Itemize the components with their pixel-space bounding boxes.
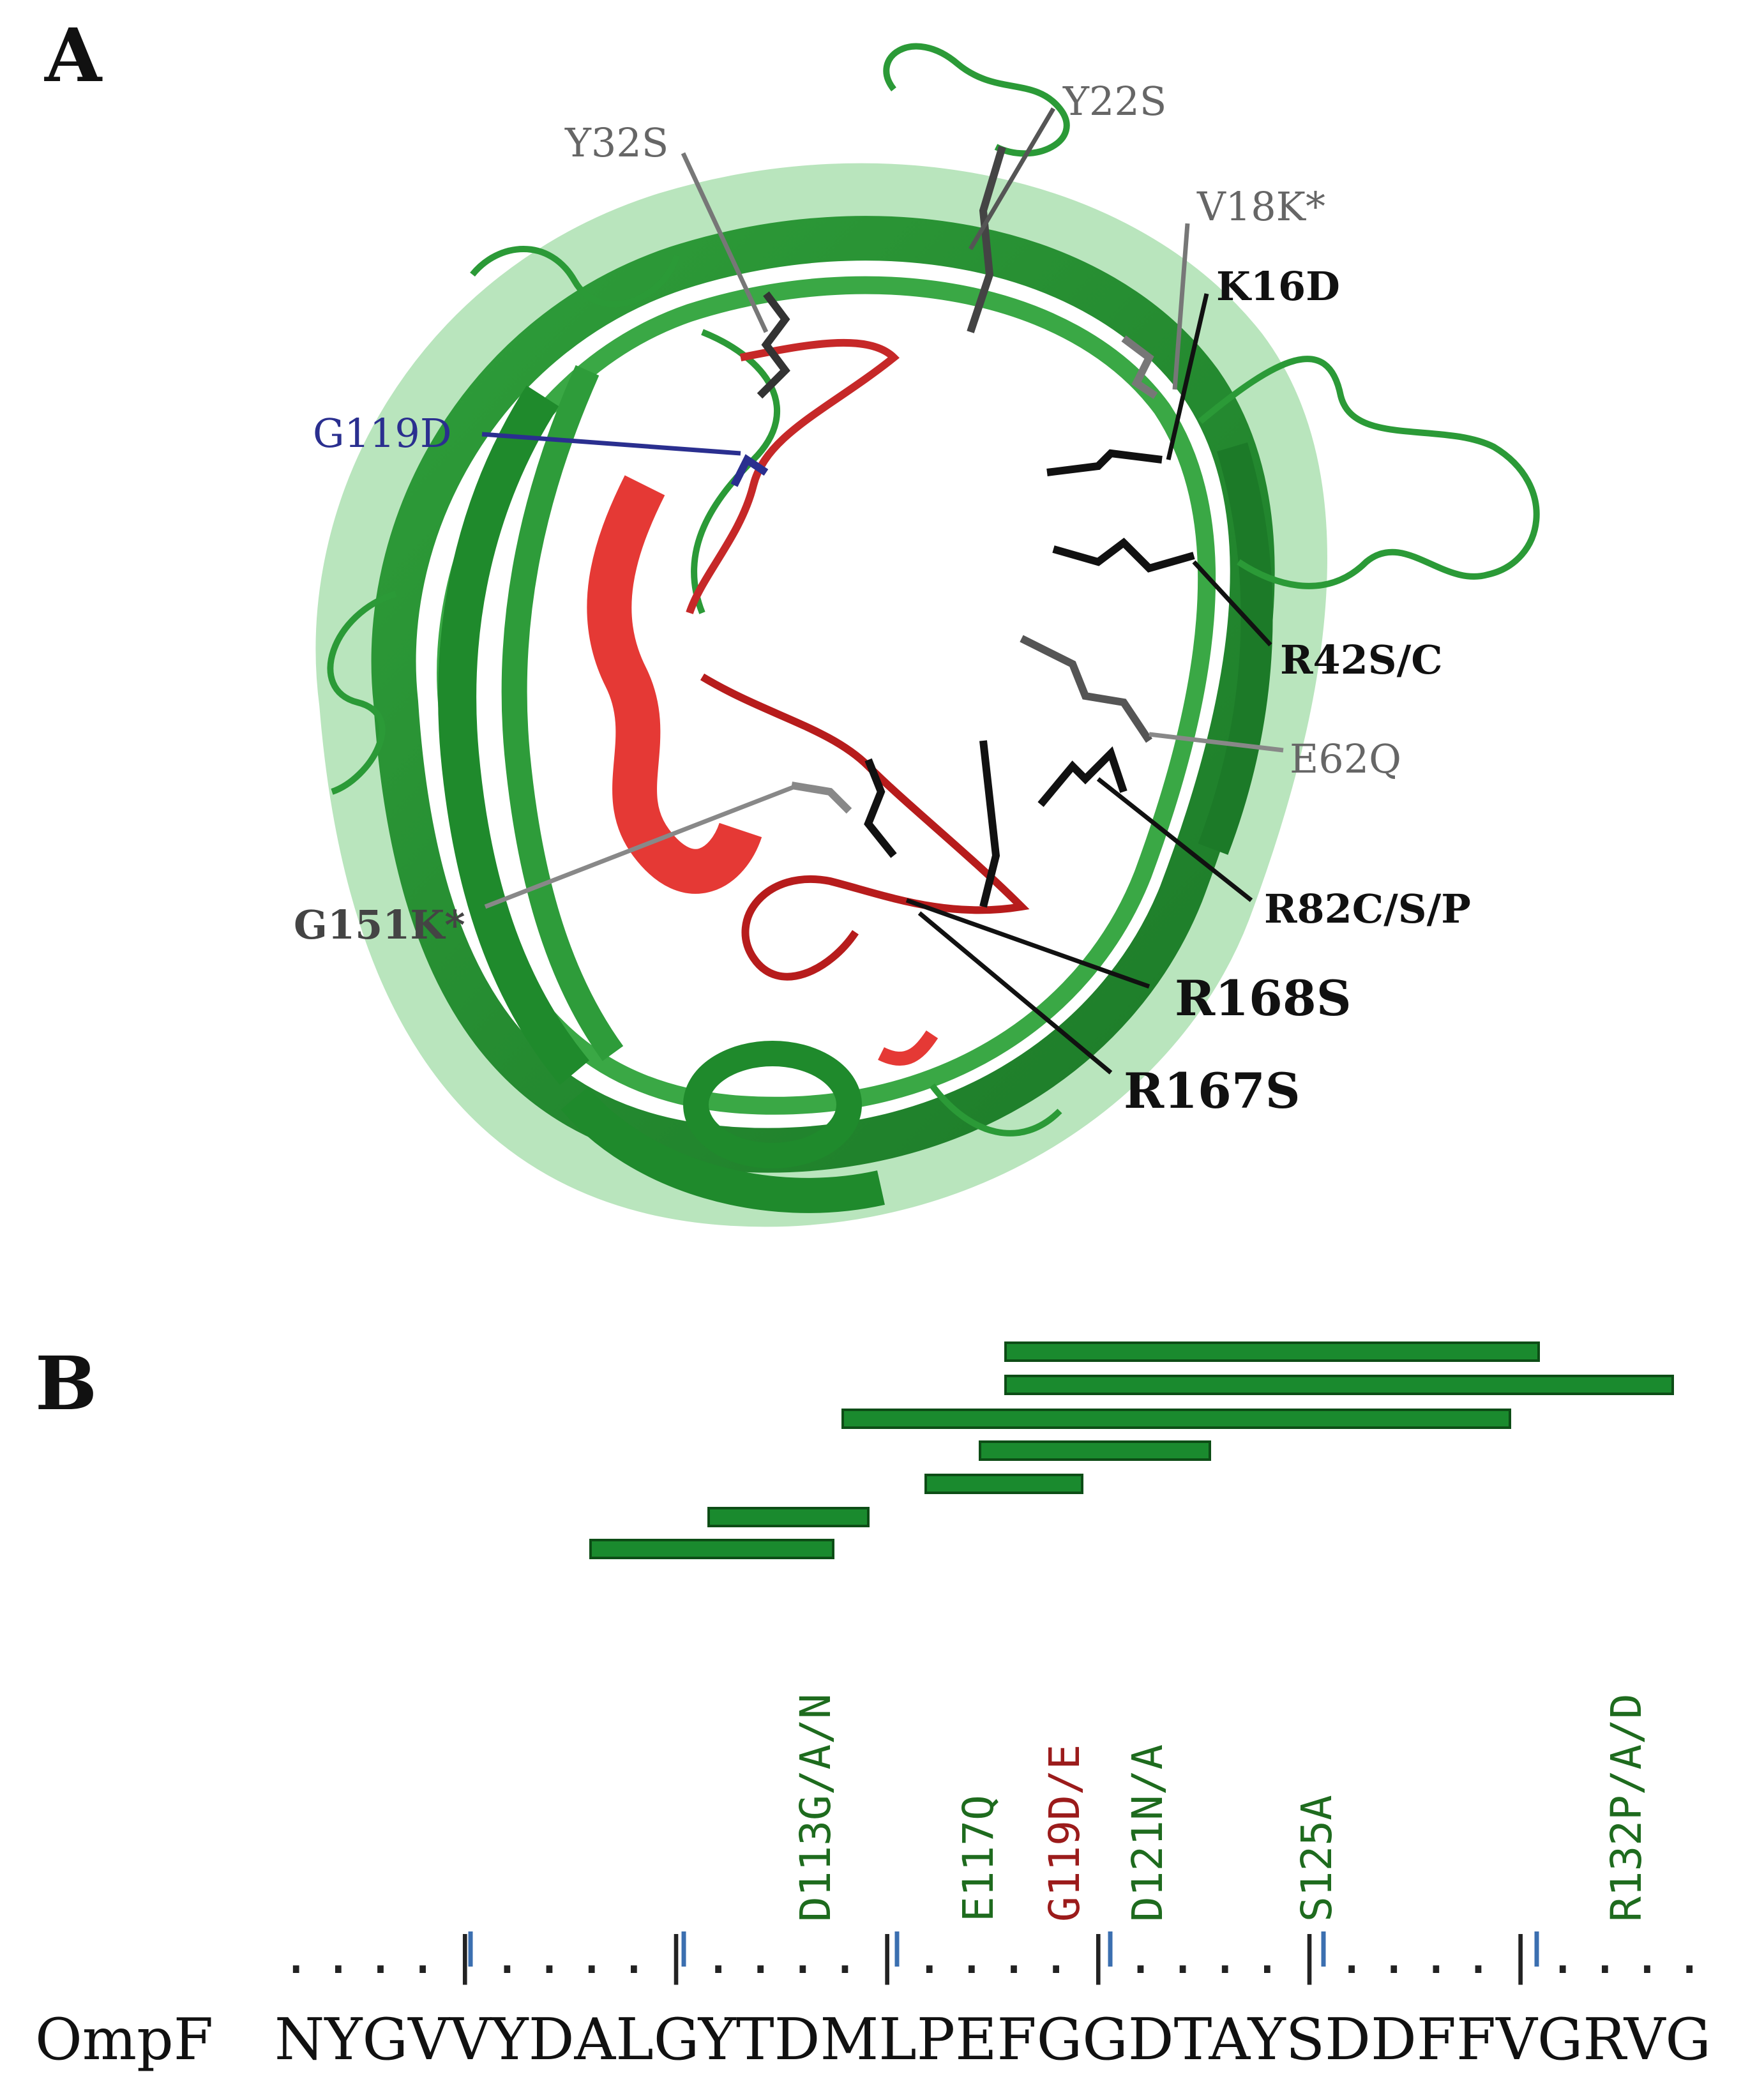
- l3-loop-lower: [700, 673, 1030, 981]
- leader-k16d: [1166, 293, 1209, 460]
- protein-sequence: NYGVVYDALGYTDMLPEFGGDTAYSDDFFVGRVG: [275, 2006, 1711, 2073]
- l3-loop-upper: [686, 338, 900, 614]
- extracellular-loop-top: [883, 43, 1070, 157]
- label-r167s: R167S: [1124, 1062, 1300, 1119]
- sidechain-r168: [979, 740, 1000, 908]
- label-g119d: G119D: [313, 410, 452, 457]
- sidechain-e62: [1020, 635, 1152, 743]
- sidechain-y22: [967, 146, 1006, 333]
- loop-left: [327, 591, 397, 795]
- peptide-bar: [979, 1440, 1211, 1461]
- mutation-g119: G119D/E: [1040, 1744, 1089, 1922]
- leader-r168s: [905, 898, 1150, 989]
- leader-v18k: [1172, 223, 1190, 390]
- sidechain-r42: [1052, 538, 1195, 573]
- label-r82c: R82C/S/P: [1264, 886, 1471, 932]
- leader-r82c: [1096, 777, 1253, 902]
- beta-strand-bottom: [561, 1087, 885, 1213]
- peptide-bars: [589, 1341, 1674, 1559]
- leader-r167s: [917, 911, 1113, 1075]
- structure-labels: Y32S Y22S V18K* K16D G119D R42S/C E62Q R…: [294, 78, 1471, 1119]
- leader-g119d: [481, 432, 741, 456]
- sidechain-v18: [1121, 335, 1158, 399]
- leader-y32s: [681, 152, 769, 333]
- label-e62q: E62Q: [1290, 736, 1401, 782]
- sidechain-y32: [757, 291, 790, 399]
- l3-loop-tail: [878, 1030, 939, 1066]
- mutation-r132: R132P/A/D: [1602, 1693, 1651, 1922]
- beta-strand-left: [438, 385, 590, 1085]
- leader-g151k: [484, 783, 799, 909]
- peptide-bar: [924, 1474, 1083, 1494]
- peptide-bar: [1004, 1341, 1540, 1362]
- label-v18k: V18K*: [1196, 183, 1325, 230]
- extracellular-loop-right: [1198, 356, 1540, 589]
- ruler-ticks: [468, 1931, 1539, 1967]
- mutation-d121: D121N/A: [1123, 1744, 1172, 1922]
- sidechain-g151: [791, 782, 852, 814]
- beta-strand-right: [1198, 442, 1273, 855]
- sidechain-k16: [1046, 449, 1163, 476]
- label-k16d: K16D: [1216, 263, 1340, 310]
- leader-r42s: [1192, 560, 1272, 647]
- panel-label-b: B: [35, 1341, 98, 1427]
- sidechain-r82: [1037, 746, 1127, 807]
- mutation-e117: E117Q: [954, 1795, 1003, 1922]
- beta-barrel-inner: [437, 276, 1216, 1115]
- mutation-d113: D113G/A/N: [791, 1693, 840, 1922]
- leader-e62q: [1149, 732, 1284, 753]
- loop-top-left: [470, 246, 680, 308]
- protein-structure: [315, 43, 1540, 1227]
- mutation-labels: D113G/A/N E117Q G119D/E D121N/A S125A R1…: [791, 1693, 1651, 1922]
- peptide-bar: [841, 1409, 1511, 1429]
- beta-strand-left-2: [501, 365, 624, 1061]
- label-y22s: Y22S: [1062, 78, 1166, 125]
- panel-label-a: A: [45, 13, 102, 99]
- mutation-s125: S125A: [1292, 1795, 1341, 1922]
- peptide-bar: [707, 1507, 870, 1527]
- label-r42s: R42S/C: [1280, 637, 1443, 683]
- leader-y22s: [968, 107, 1056, 250]
- sequence-ruler: ....|....|....|....|....|....|....: [281, 1926, 1705, 1985]
- loop-bottom-right: [930, 1083, 1062, 1137]
- label-g151k: G151K*: [294, 902, 465, 948]
- bottom-loop: [683, 1041, 862, 1168]
- beta-barrel-back: [315, 163, 1327, 1227]
- sidechain-r167: [864, 758, 897, 858]
- label-r168s: R168S: [1175, 970, 1352, 1027]
- peptide-bar: [589, 1539, 834, 1559]
- protein-name: OmpF: [35, 2006, 213, 2073]
- peptide-bar: [1004, 1375, 1674, 1395]
- label-y32s: Y32S: [564, 119, 668, 166]
- sidechain-g119: [730, 454, 769, 487]
- l3-helix: [587, 475, 762, 894]
